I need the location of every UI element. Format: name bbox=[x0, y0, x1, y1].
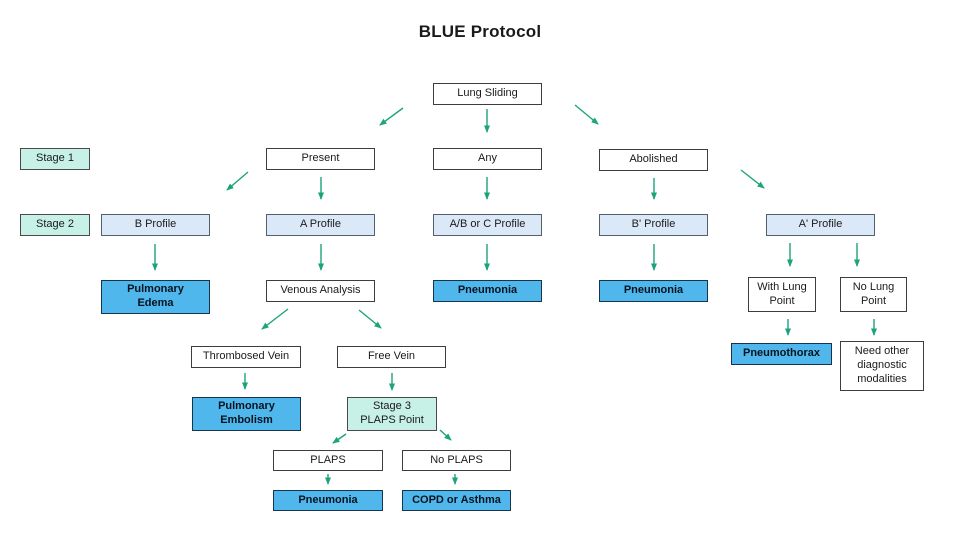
node-a-profile: A Profile bbox=[266, 214, 375, 236]
node-present: Present bbox=[266, 148, 375, 170]
node-stage-3-plaps-point: Stage 3 PLAPS Point bbox=[347, 397, 437, 431]
node-lung-sliding: Lung Sliding bbox=[433, 83, 542, 105]
node-free-vein: Free Vein bbox=[337, 346, 446, 368]
diagram-title: BLUE Protocol bbox=[418, 22, 542, 41]
node-need-other-modalities: Need other diagnostic modalities bbox=[840, 341, 924, 391]
node-pneumonia-bottom: Pneumonia bbox=[273, 490, 383, 511]
arrow bbox=[261, 308, 289, 330]
node-any: Any bbox=[433, 148, 542, 170]
node-pulmonary-embolism: Pulmonary Embolism bbox=[192, 397, 301, 431]
arrow bbox=[439, 429, 452, 441]
node-a-prime-profile: A' Profile bbox=[766, 214, 875, 236]
node-pneumonia-right: Pneumonia bbox=[599, 280, 708, 302]
node-ab-or-c-profile: A/B or C Profile bbox=[433, 214, 542, 236]
arrow bbox=[574, 104, 599, 125]
node-pneumonia-center: Pneumonia bbox=[433, 280, 542, 302]
arrow bbox=[740, 169, 765, 189]
node-thrombosed-vein: Thrombosed Vein bbox=[191, 346, 301, 368]
node-b-prime-profile: B' Profile bbox=[599, 214, 708, 236]
node-no-plaps: No PLAPS bbox=[402, 450, 511, 471]
arrow bbox=[332, 433, 347, 444]
node-pneumothorax: Pneumothorax bbox=[731, 343, 832, 365]
arrow bbox=[358, 309, 382, 329]
arrow bbox=[226, 171, 249, 191]
arrow bbox=[379, 107, 404, 126]
node-abolished: Abolished bbox=[599, 149, 708, 171]
node-pulmonary-edema: Pulmonary Edema bbox=[101, 280, 210, 314]
node-with-lung-point: With Lung Point bbox=[748, 277, 816, 312]
node-copd-or-asthma: COPD or Asthma bbox=[402, 490, 511, 511]
node-stage-1: Stage 1 bbox=[20, 148, 90, 170]
node-plaps: PLAPS bbox=[273, 450, 383, 471]
node-no-lung-point: No Lung Point bbox=[840, 277, 907, 312]
node-venous-analysis: Venous Analysis bbox=[266, 280, 375, 302]
node-b-profile: B Profile bbox=[101, 214, 210, 236]
node-stage-2: Stage 2 bbox=[20, 214, 90, 236]
